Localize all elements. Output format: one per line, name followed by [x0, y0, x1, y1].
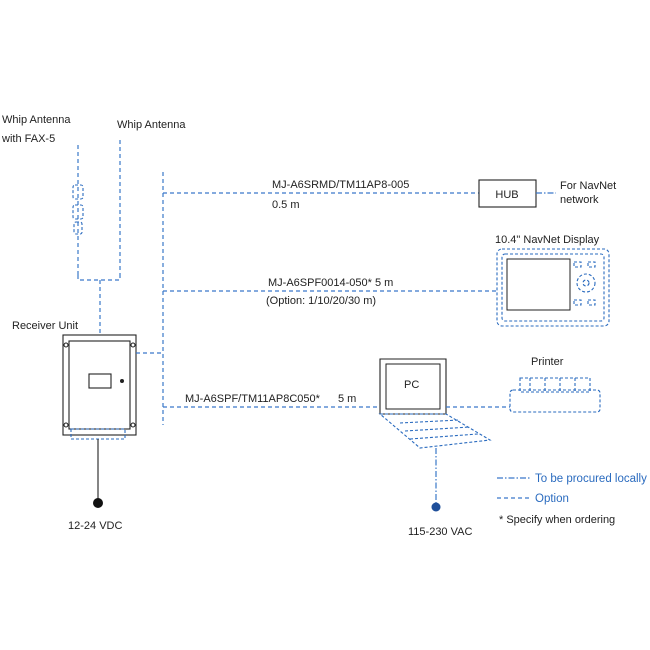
dc-power-plug-icon	[93, 498, 103, 508]
display-label: 10.4" NavNet Display	[495, 234, 600, 246]
power-dc-label: 12-24 VDC	[68, 520, 122, 532]
whip-label: Whip Antenna	[117, 119, 186, 131]
printer-label: Printer	[531, 356, 564, 368]
ac-power-plug-icon	[431, 502, 441, 512]
receiver-unit-icon	[62, 334, 137, 440]
navnet-label-2: network	[560, 194, 599, 206]
cable3-length: 5 m	[338, 393, 356, 405]
whip-fax-label: Whip Antenna	[2, 114, 71, 126]
cable1-length: 0.5 m	[272, 199, 300, 211]
antenna-join-line	[77, 275, 121, 281]
pc-label: PC	[404, 379, 419, 391]
navnet-label-1: For NavNet	[560, 180, 616, 192]
legend-note: * Specify when ordering	[499, 514, 615, 526]
legend-option-label: Option	[535, 493, 569, 505]
cable2-label: MJ-A6SPF0014-050* 5 m	[268, 277, 393, 289]
pc-laptop-icon	[378, 358, 492, 449]
cable1-label: MJ-A6SRMD/TM11AP8-005	[272, 179, 409, 191]
legend-local-label: To be procured locally	[535, 473, 647, 485]
cable3-label: MJ-A6SPF/TM11AP8C050*	[185, 393, 321, 405]
printer-icon	[509, 377, 601, 413]
cable2-option: (Option: 1/10/20/30 m)	[266, 295, 376, 307]
receiver-label: Receiver Unit	[12, 320, 78, 332]
hub-label: HUB	[495, 189, 518, 201]
navnet-display-icon	[496, 248, 610, 327]
power-ac-label: 115-230 VAC	[408, 526, 472, 538]
hub-box	[478, 179, 537, 208]
whip-antenna-fax-icon	[72, 145, 84, 275]
with-fax-label: with FAX-5	[1, 133, 55, 145]
